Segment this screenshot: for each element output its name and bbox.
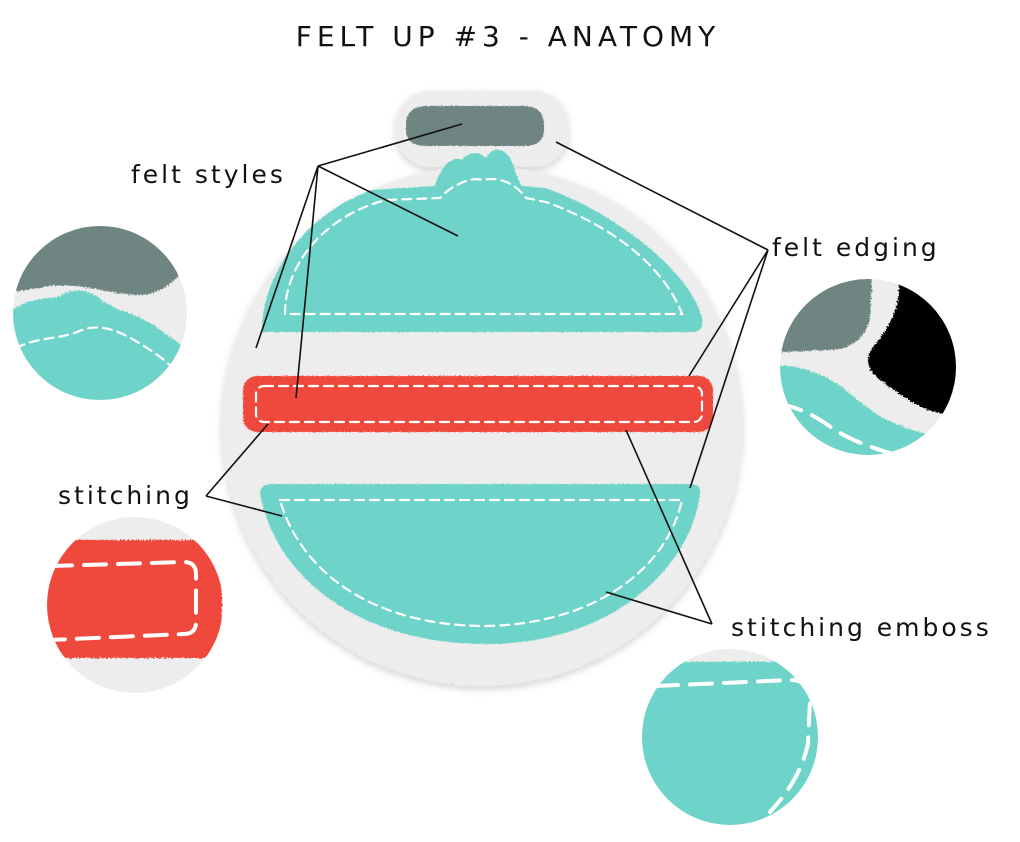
- red-band-stitching: [254, 384, 704, 424]
- diagram-title: FELT UP #3 - ANATOMY: [296, 20, 721, 53]
- label-felt-edging: felt edging: [772, 233, 940, 262]
- leader-lines: [205, 123, 769, 625]
- top-teal-stitching: [283, 177, 684, 316]
- top-teal-felt: [262, 149, 703, 332]
- detail-felt-edging-zoom: [780, 279, 956, 455]
- label-stitching: stitching: [58, 481, 193, 510]
- detail-stitching-emboss-zoom: [642, 649, 818, 825]
- detail-felt-styles-zoom: [13, 226, 187, 400]
- label-stitching-emboss: stitching emboss: [731, 613, 992, 642]
- ornament: [222, 91, 742, 686]
- label-felt-styles: felt styles: [131, 160, 286, 189]
- grey-cap: [406, 106, 544, 146]
- detail-stitching-zoom: [47, 517, 223, 693]
- red-felt-band: [243, 376, 713, 432]
- bottom-teal-stitching: [278, 498, 684, 628]
